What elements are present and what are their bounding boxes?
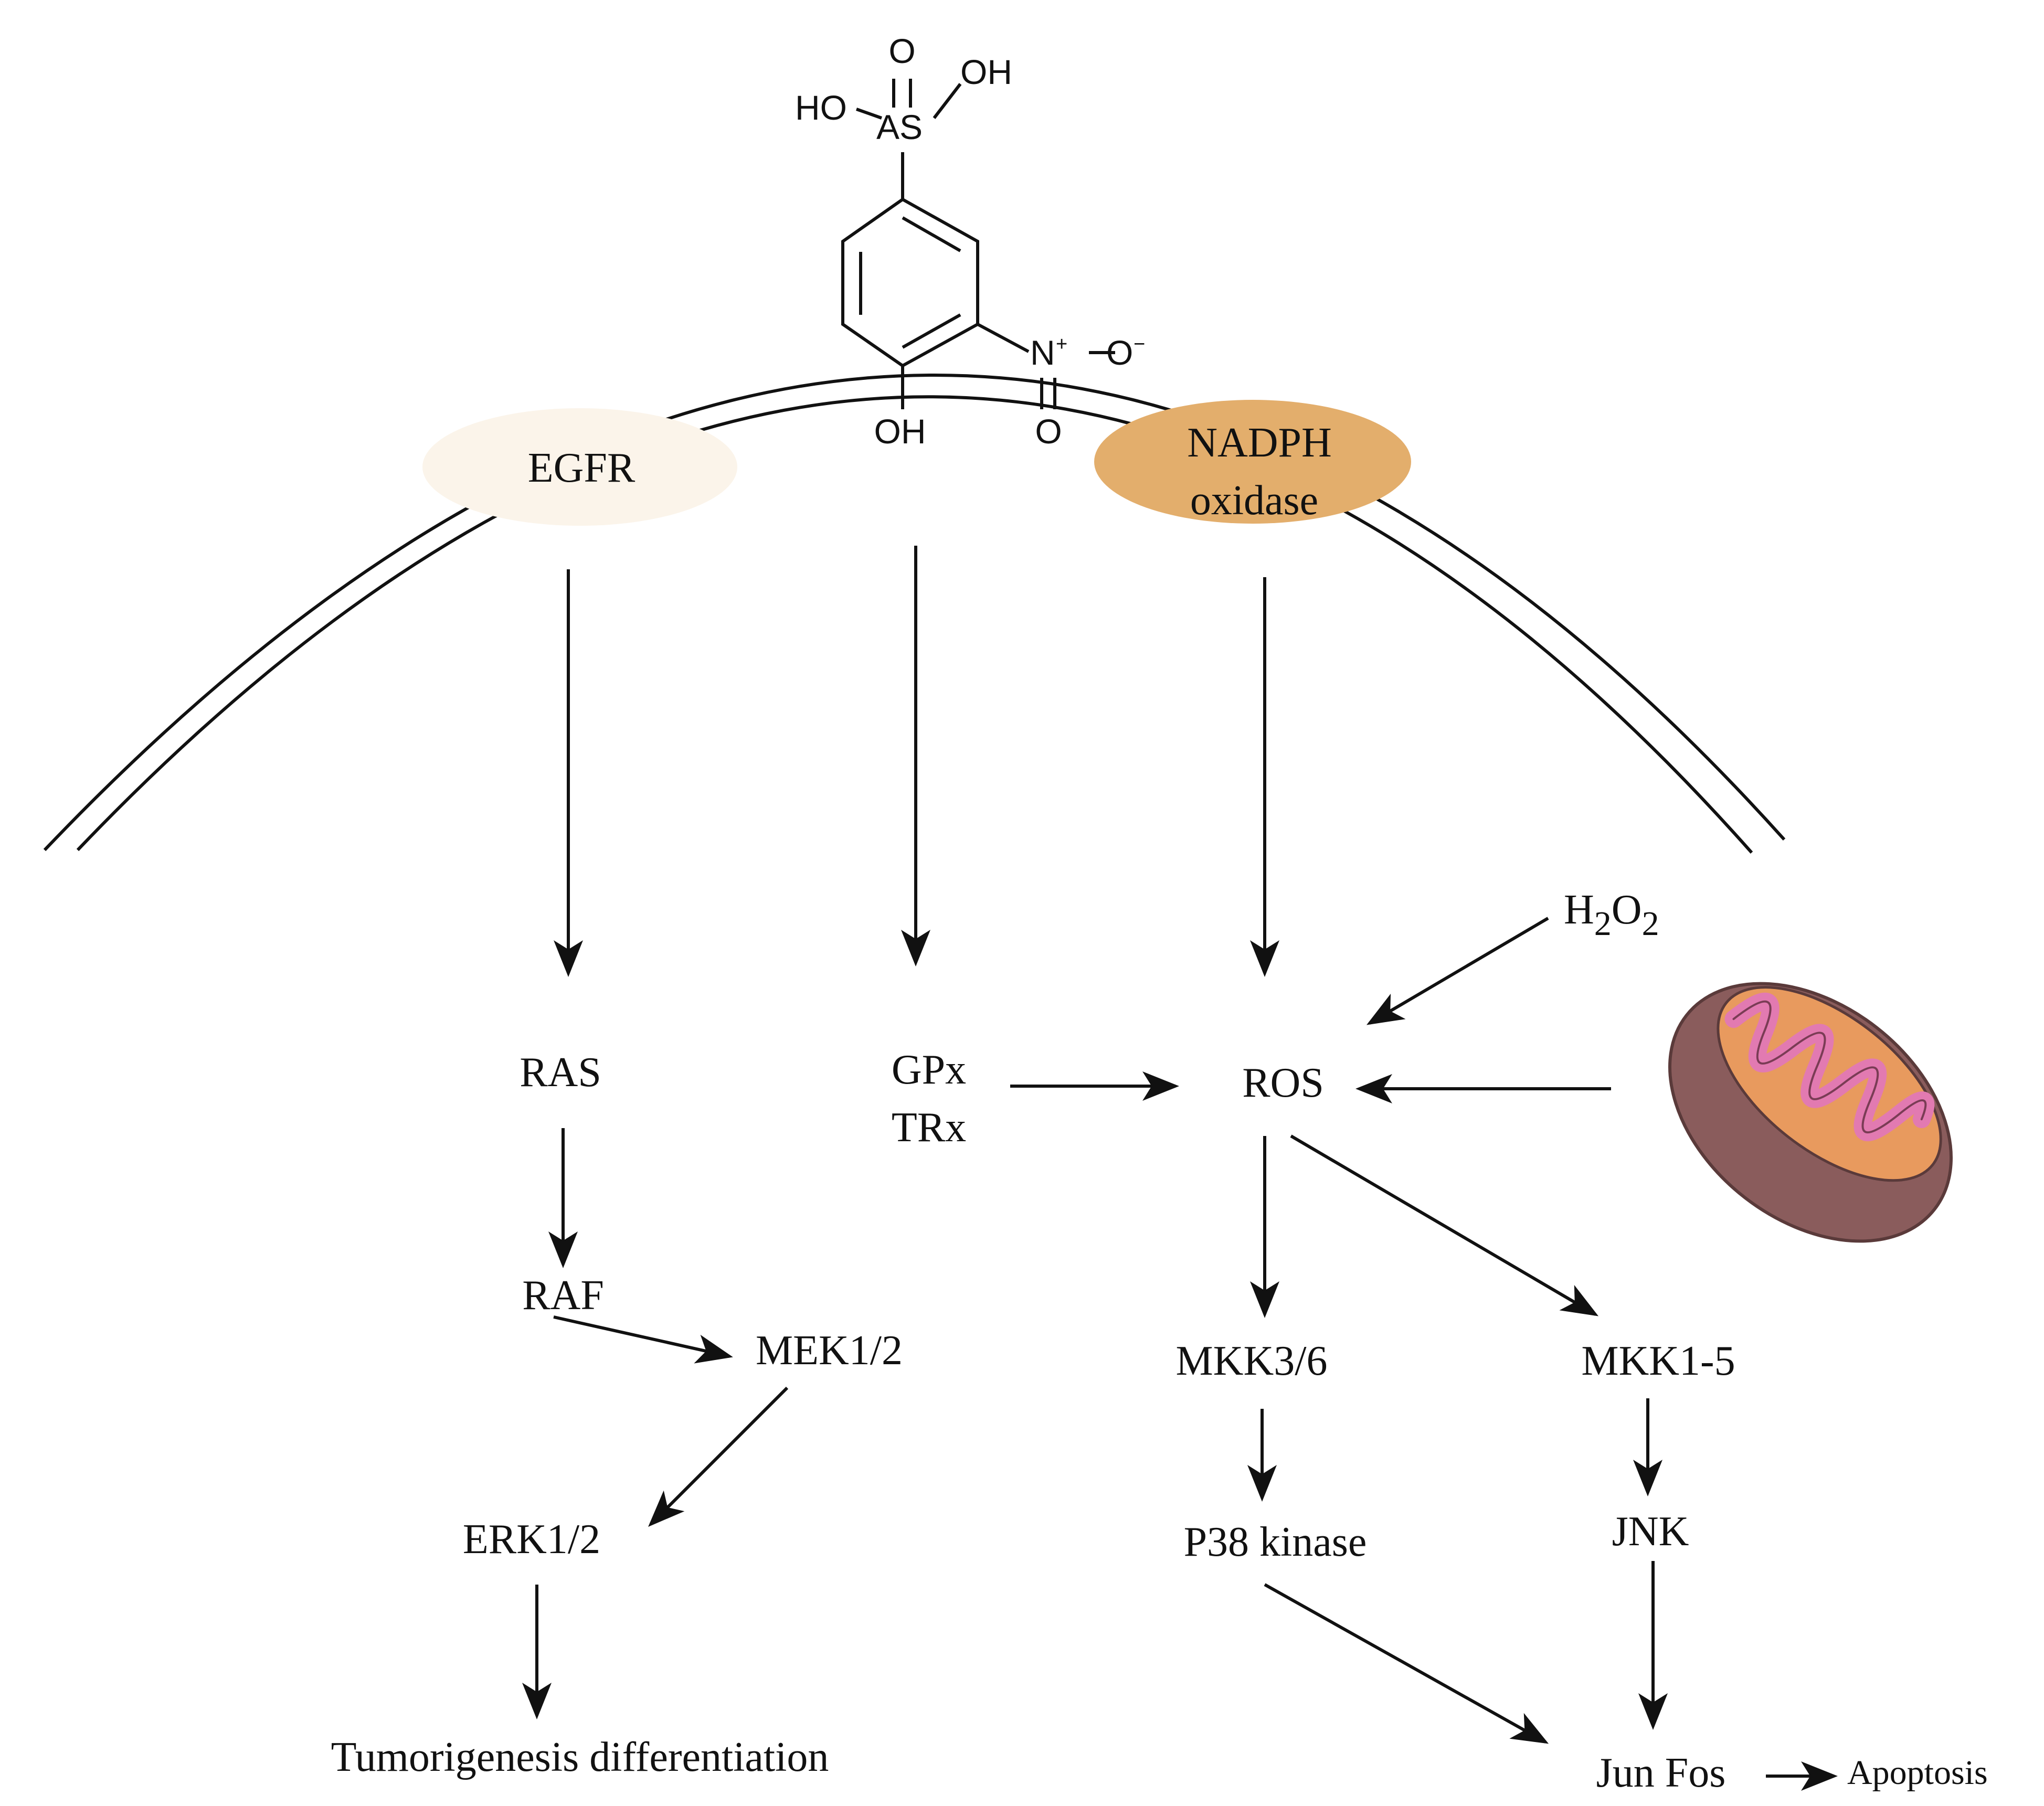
node-mek: MEK1/2 <box>756 1327 903 1374</box>
egfr-receptor: EGFR <box>422 408 737 526</box>
nitrogen-charge-label: + <box>1056 333 1067 355</box>
arrow-mek-to-erk <box>648 1386 789 1527</box>
node-ros: ROS <box>1242 1060 1324 1106</box>
egfr-ellipse <box>422 408 737 526</box>
nitrogen-label: N <box>1030 333 1055 372</box>
nadph-oxidase: NADPH oxidase <box>1094 400 1411 524</box>
nadph-label-line1: NADPH <box>1187 420 1332 466</box>
cell-membrane <box>43 374 1786 854</box>
node-gpx: GPx <box>892 1047 966 1093</box>
pathway-labels: RAS RAF MEK1/2 ERK1/2 Tumorigenesis diff… <box>331 887 1988 1796</box>
nitro-oxygen-label: O <box>1035 412 1062 451</box>
hydroxyl-left-label: HO <box>795 88 847 127</box>
arrow-p38-to-junfos <box>1264 1583 1549 1744</box>
mitochondrion-icon <box>1668 982 1953 1243</box>
node-mkk36: MKK3/6 <box>1176 1338 1328 1384</box>
node-jnk: JNK <box>1612 1508 1689 1555</box>
oxo-oxygen-label: O <box>888 31 915 70</box>
oxide-oxygen-label: O <box>1106 333 1133 372</box>
hydroxyl-right-label: OH <box>960 52 1012 91</box>
arsenic-label: AS <box>876 108 923 146</box>
pathway-arrows <box>522 546 1838 1791</box>
nadph-label-line2: oxidase <box>1190 477 1318 524</box>
node-junfos: Jun Fos <box>1596 1750 1726 1796</box>
nadph-ellipse <box>1094 400 1411 524</box>
roxarsone-structure: O OH HO AS N + O − O OH <box>795 31 1145 451</box>
oxide-charge-label: − <box>1134 333 1145 355</box>
node-erk: ERK1/2 <box>463 1516 600 1563</box>
node-mkk15: MKK1-5 <box>1581 1338 1735 1384</box>
node-ras: RAS <box>520 1049 601 1096</box>
hydroxyl-bottom-label: OH <box>874 412 926 451</box>
node-raf: RAF <box>522 1272 604 1319</box>
arrow-ros-to-mkk15 <box>1290 1134 1599 1316</box>
node-tumorigenesis: Tumorigenesis differentiation <box>331 1734 829 1780</box>
node-h2o2: H2O2 <box>1564 887 1659 943</box>
arrow-raf-to-mek <box>553 1315 733 1364</box>
arrow-h2o2-to-ros <box>1366 917 1549 1025</box>
node-p38: P38 kinase <box>1184 1519 1367 1565</box>
node-trx: TRx <box>892 1104 966 1151</box>
node-apoptosis: Apoptosis <box>1847 1754 1988 1792</box>
egfr-label: EGFR <box>528 445 636 491</box>
